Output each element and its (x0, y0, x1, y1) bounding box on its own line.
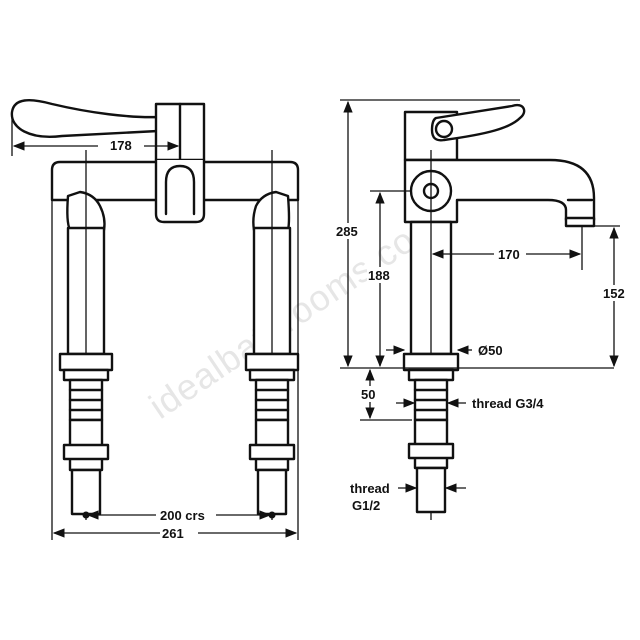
dim-label-50: 50 (361, 387, 375, 402)
dim-label-261: 261 (162, 526, 184, 541)
thread-upper-label: thread G3/4 (472, 396, 544, 411)
dim-label-200: 200 crs (160, 508, 205, 523)
side-view: 285 188 170 152 Ø50 50 thread G3/4 threa… (334, 99, 632, 520)
watermark: idealbathrooms.com (142, 201, 449, 426)
dim-label-152: 152 (603, 286, 625, 301)
side-lever (430, 103, 526, 142)
dim-label-178: 178 (110, 138, 132, 153)
thread-lower-label-1: thread (350, 481, 390, 496)
central-outlet (154, 158, 206, 224)
thread-lower-label-2: G1/2 (352, 498, 380, 513)
dim-label-285: 285 (336, 224, 358, 239)
side-tail (415, 466, 447, 514)
right-elbow (252, 190, 291, 232)
dim-label-170: 170 (498, 247, 520, 262)
dim-label-dia50: Ø50 (478, 343, 503, 358)
side-lower-body (403, 158, 596, 224)
right-tail (256, 468, 288, 516)
right-base-nut (244, 352, 300, 372)
front-view: 178 200 crs 261 (10, 99, 300, 541)
left-base-nut (58, 352, 114, 372)
left-tail (70, 468, 102, 516)
lever-handle (10, 99, 160, 138)
dim-label-188: 188 (368, 268, 390, 283)
